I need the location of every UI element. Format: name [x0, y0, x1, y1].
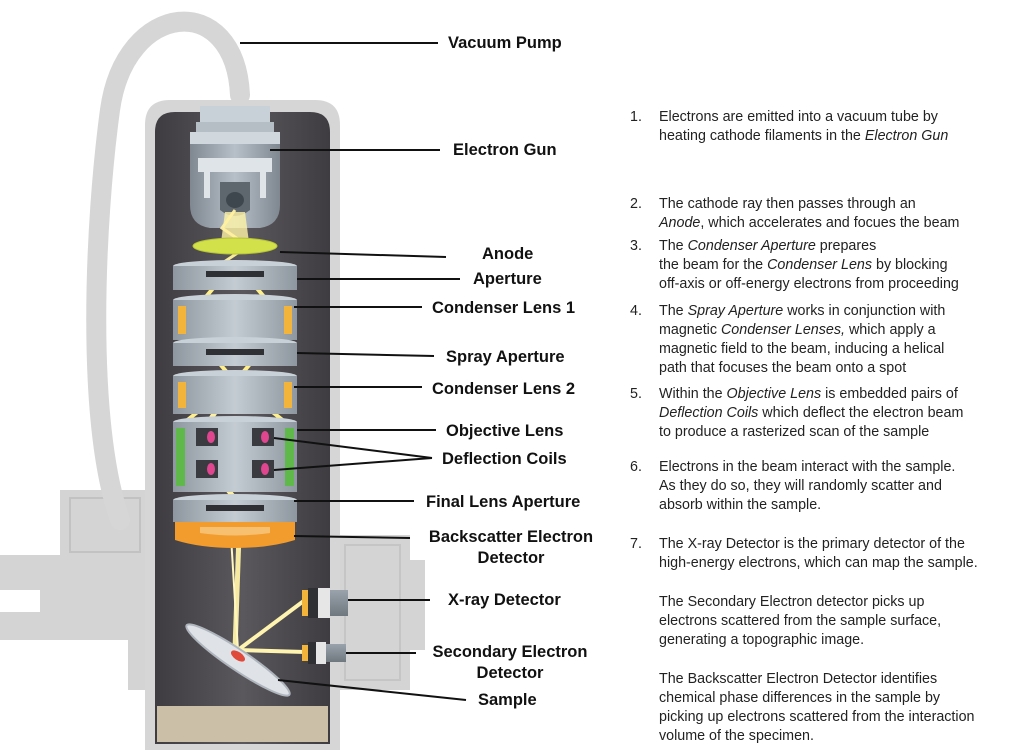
label-backscatter-electron-detector: Backscatter Electron Detector: [420, 527, 602, 569]
label-vacuum-pump: Vacuum Pump: [448, 34, 562, 52]
step-text-line: volume of the specimen.: [659, 728, 814, 744]
step-text-line: magnetic Condenser Lenses, which apply a: [659, 322, 936, 338]
step-text: The Secondary Electron detector picks up…: [659, 593, 1009, 650]
label-sample: Sample: [478, 691, 537, 709]
step-text-line: Deflection Coils which deflect the elect…: [659, 405, 964, 421]
backscatter-electron-detector: [175, 522, 295, 548]
step-text: The Spray Aperture works in conjunction …: [659, 302, 1009, 378]
label-xray-detector: X-ray Detector: [448, 591, 561, 609]
step-text-line: The Secondary Electron detector picks up: [659, 594, 925, 610]
step-text-line: As they do so, they will randomly scatte…: [659, 478, 942, 494]
step-text-line: the beam for the Condenser Lens by block…: [659, 257, 948, 273]
condenser-lens-2: [173, 370, 297, 414]
aperture: [173, 260, 297, 290]
step-text-line: chemical phase differences in the sample…: [659, 690, 941, 706]
deflection-coil-1: [207, 431, 215, 443]
deflection-coil-2: [207, 463, 215, 475]
microscope-housing: [0, 490, 425, 690]
step-text-line: generating a topographic image.: [659, 632, 865, 648]
step-text-line: picking up electrons scattered from the …: [659, 709, 975, 725]
leader-lines: [240, 42, 467, 701]
step-text: The Backscatter Electron Detector identi…: [659, 670, 1009, 746]
step-text: The X-ray Detector is the primary detect…: [659, 535, 1009, 573]
label-condenser-lens-2: Condenser Lens 2: [432, 380, 576, 398]
label-objective-lens: Objective Lens: [446, 422, 564, 440]
step-number: 5.: [630, 386, 642, 402]
step-text-line: to produce a rasterized scan of the samp…: [659, 424, 930, 440]
label-condenser-lens-1: Condenser Lens 1: [432, 299, 576, 317]
step-text: Electrons are emitted into a vacuum tube…: [659, 108, 1009, 146]
step-text: Electrons in the beam interact with the …: [659, 458, 1009, 515]
deflection-coil-3: [261, 431, 269, 443]
label-secondary-electron-detector: Secondary Electron Detector: [424, 642, 596, 684]
label-aperture: Aperture: [473, 270, 542, 288]
objective-lens: [173, 416, 297, 492]
condenser-lens-1: [173, 294, 297, 340]
step-text-line: magnetic field to the beam, inducing a h…: [659, 341, 945, 357]
step-text-line: off-axis or off-energy electrons from pr…: [659, 276, 959, 292]
label-electron-gun: Electron Gun: [453, 141, 557, 159]
sample-base: [157, 706, 328, 742]
step-text-line: heating cathode filaments in the Electro…: [659, 128, 949, 144]
final-lens-aperture: [173, 494, 297, 522]
label-backscatter-line-2: Detector: [477, 549, 545, 567]
label-final-lens-aperture: Final Lens Aperture: [426, 493, 581, 511]
spray-aperture: [173, 337, 297, 366]
label-secondary-line-1: Secondary Electron: [432, 643, 588, 661]
step-number: 6.: [630, 459, 642, 475]
label-anode: Anode: [482, 245, 534, 263]
xray-detector: [302, 588, 348, 618]
step-number: 7.: [630, 536, 642, 552]
step-text-line: absorb within the sample.: [659, 497, 822, 513]
step-text-line: The Backscatter Electron Detector identi…: [659, 671, 938, 687]
deflection-coil-4: [261, 463, 269, 475]
step-text: The cathode ray then passes through an An…: [659, 195, 1009, 233]
anode: [192, 237, 278, 255]
label-backscatter-line-1: Backscatter Electron: [428, 528, 594, 546]
step-text-line: The Condenser Aperture prepares: [659, 238, 877, 254]
label-secondary-line-2: Detector: [476, 664, 544, 682]
step-text: The Condenser Aperture prepares the beam …: [659, 237, 1009, 294]
step-text-line: Electrons in the beam interact with the …: [659, 459, 956, 475]
label-deflection-coils: Deflection Coils: [442, 450, 567, 468]
step-number: 3.: [630, 238, 642, 254]
step-number: 4.: [630, 303, 642, 319]
step-text-line: The cathode ray then passes through an: [659, 196, 916, 212]
vacuum-pump-hose: [86, 11, 250, 530]
electron-gun: [190, 106, 280, 228]
step-text-line: high-energy electrons, which can map the…: [659, 555, 978, 571]
label-spray-aperture: Spray Aperture: [446, 348, 565, 366]
step-text-line: The Spray Aperture works in conjunction …: [659, 303, 946, 319]
step-text-line: Within the Objective Lens is embedded pa…: [659, 386, 958, 402]
sample: [185, 623, 291, 697]
step-text-line: electrons scattered from the sample surf…: [659, 613, 942, 629]
secondary-electron-detector: [302, 642, 346, 664]
step-text: Within the Objective Lens is embedded pa…: [659, 385, 1009, 442]
step-text-line: The X-ray Detector is the primary detect…: [659, 536, 965, 552]
step-text-line: Electrons are emitted into a vacuum tube…: [659, 109, 938, 125]
step-number: 1.: [630, 109, 642, 125]
step-number: 2.: [630, 196, 642, 212]
step-text-line: Anode, which accelerates and focues the …: [659, 215, 960, 231]
step-text-line: path that focuses the beam onto a spot: [659, 360, 907, 376]
